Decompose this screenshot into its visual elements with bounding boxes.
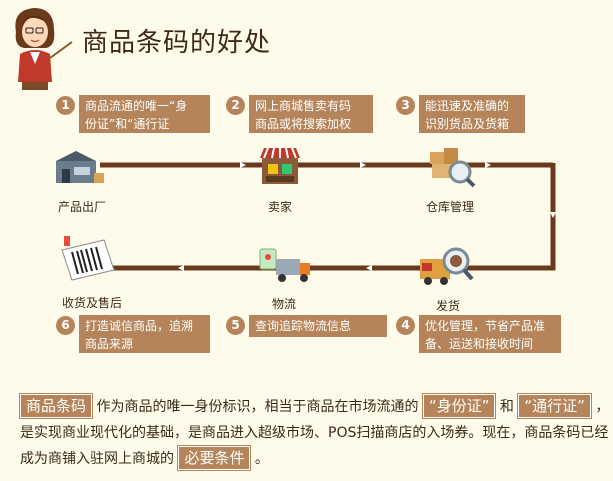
step-number: 1 [56, 96, 75, 115]
shipping-icon [420, 247, 474, 285]
page-title: 商品条码的好处 [82, 28, 272, 58]
warehouse-icon [430, 148, 476, 188]
flow-arrow [485, 162, 491, 168]
node-label-shipping: 发货 [436, 299, 461, 313]
teacher-mascot-icon [15, 8, 73, 90]
barcode-icon [61, 236, 115, 281]
flow-arrow [550, 212, 556, 218]
node-label-logistics: 物流 [272, 297, 297, 311]
highlight-pass: “通行证” [518, 394, 591, 418]
step-text: 优化管理，节省产品准 备、运送和接收时间 [419, 315, 561, 353]
description-paragraph: 商品条码 作为商品的唯一身份标识，相当于商品在市场流通的 “身份证” 和 “通行… [20, 394, 610, 472]
node-label-factory: 产品出厂 [58, 200, 107, 214]
highlight-id-card: “身份证” [422, 394, 496, 418]
step-number: 3 [396, 96, 415, 115]
step-number: 4 [396, 316, 415, 335]
highlight-requirement: 必要条件 [178, 446, 251, 470]
flow-arrow [178, 265, 184, 271]
step-text: 网上商城售卖有码 商品或将搜索加权 [249, 95, 373, 133]
step-text: 打造诚信商品，追溯 商品来源 [79, 315, 210, 353]
step-number: 2 [226, 96, 245, 115]
logistics-truck-icon [259, 248, 310, 282]
store-icon [260, 147, 300, 184]
step-number: 6 [56, 316, 75, 335]
step-text: 查询追踪物流信息 [249, 315, 387, 337]
step-text: 能迅速及准确的 识别货品及货箱 [419, 95, 525, 133]
node-label-seller: 卖家 [268, 200, 293, 214]
factory-icon [56, 151, 104, 183]
node-label-receive: 收货及售后 [62, 296, 123, 310]
flow-arrow [360, 162, 366, 168]
step-text: 商品流通的唯一“身 份证”和“通行证 [79, 95, 210, 133]
flow-arrow [366, 265, 372, 271]
step-number: 5 [226, 316, 245, 335]
flow-arrow [240, 162, 246, 168]
node-label-warehouse: 仓库管理 [426, 200, 475, 214]
highlight-barcode: 商品条码 [20, 394, 93, 418]
